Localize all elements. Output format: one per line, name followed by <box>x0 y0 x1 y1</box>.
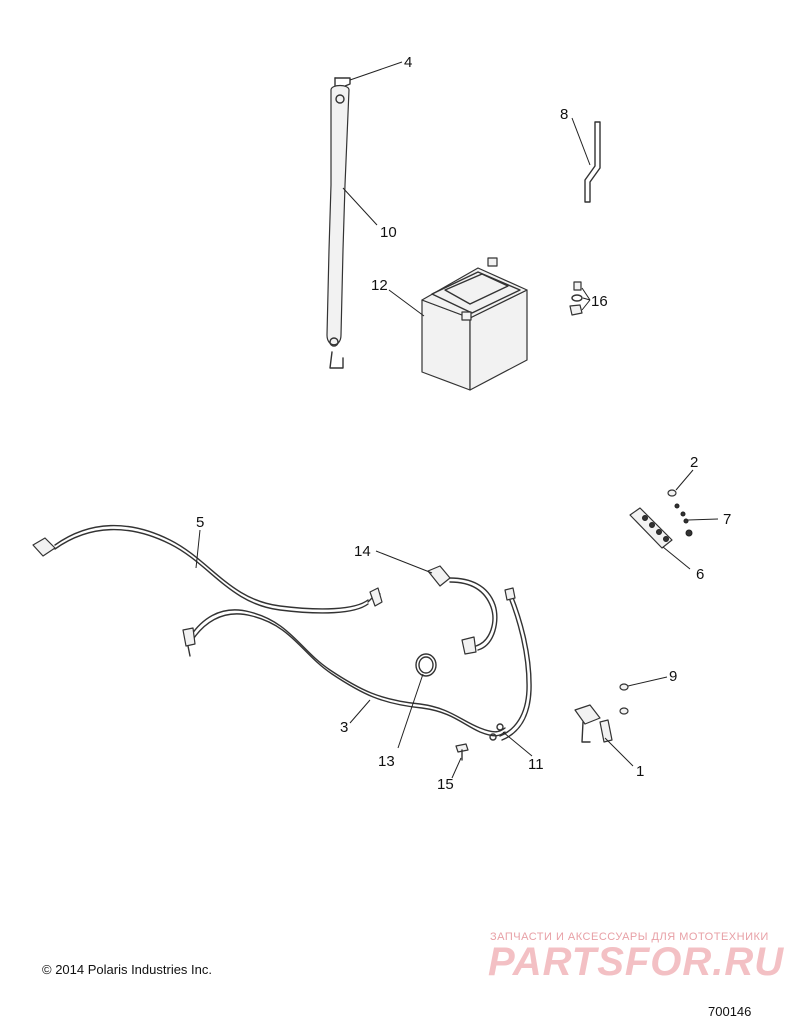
callout-16: 16 <box>591 293 608 310</box>
callout-12: 12 <box>371 277 388 294</box>
callout-5: 5 <box>196 514 204 531</box>
grommet <box>415 653 437 677</box>
solenoid <box>574 683 629 743</box>
terminal-block <box>629 489 693 549</box>
positive-cable <box>427 565 498 655</box>
callout-11: 11 <box>528 756 544 773</box>
bracket-rod <box>584 121 601 203</box>
leader-lines <box>195 61 719 779</box>
callout-15: 15 <box>437 776 454 793</box>
long-cable <box>489 587 532 741</box>
callout-8: 8 <box>560 106 568 123</box>
callout-10: 10 <box>380 224 397 241</box>
copyright-notice: © 2014 Polaris Industries Inc. <box>42 962 212 977</box>
callout-4: 4 <box>404 54 412 71</box>
watermark-tagline: ЗАПЧАСТИ И АКСЕССУАРЫ ДЛЯ МОТОТЕХНИКИ <box>490 931 769 943</box>
hold-down-strap <box>326 77 351 369</box>
diagram-reference-number: 700146 <box>708 1004 752 1019</box>
callout-1: 1 <box>636 763 644 780</box>
callout-13: 13 <box>378 753 395 770</box>
main-harness-cable <box>32 524 383 614</box>
secondary-harness-cable <box>182 609 506 737</box>
callout-2: 2 <box>690 454 698 471</box>
battery <box>421 257 528 391</box>
callout-9: 9 <box>669 668 677 685</box>
callout-14: 14 <box>354 543 371 560</box>
callout-6: 6 <box>696 566 704 583</box>
callout-3: 3 <box>340 719 348 736</box>
watermark-brand: PARTSFOR.RU <box>488 940 785 984</box>
small-bolt <box>455 743 469 761</box>
callout-7: 7 <box>723 511 731 528</box>
terminal-bolts <box>569 281 583 316</box>
